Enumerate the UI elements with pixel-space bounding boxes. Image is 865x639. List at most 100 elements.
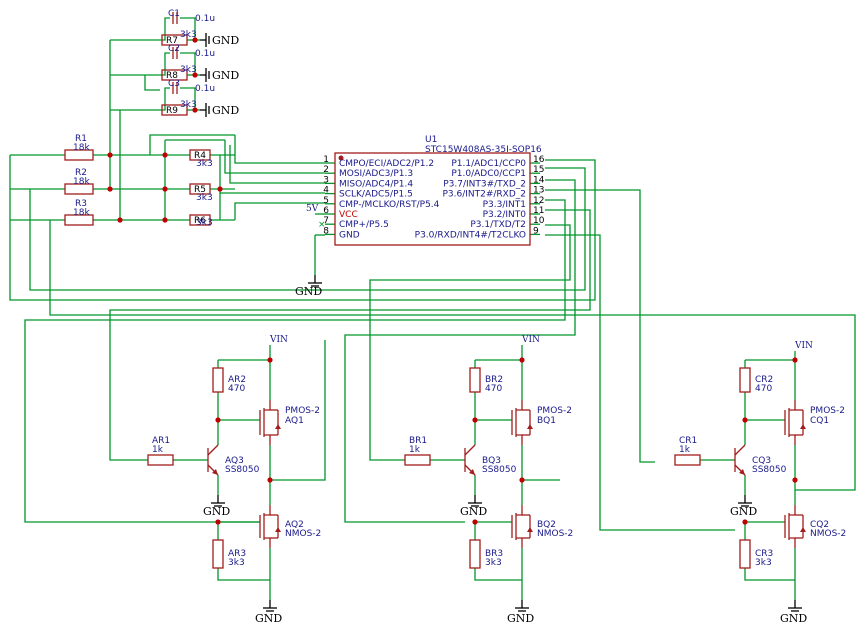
mcu-pin-name: P1.0/ADC0/CCP1 — [451, 169, 526, 179]
npn-transistor — [212, 469, 218, 475]
base-resistor — [147, 454, 174, 466]
nmos-transistor — [516, 537, 523, 548]
resistor-ref: AR1 — [152, 436, 170, 446]
junction-dot — [192, 72, 198, 78]
junction-dot — [107, 152, 113, 158]
mcu-pin-number: 11 — [533, 206, 544, 216]
pull-up-resistor — [469, 367, 481, 393]
resistor-ref: BR2 — [485, 375, 503, 385]
resistor-value: 3k3 — [755, 558, 772, 568]
drive-aq2 — [24, 199, 566, 523]
gnd-label: GND — [255, 612, 282, 625]
mcu-pin-name: MOSI/ADC3/P1.3 — [339, 169, 413, 179]
resistor-ref: AR3 — [228, 549, 246, 559]
resistor-ref: CR3 — [755, 549, 773, 559]
filter-wire — [180, 87, 196, 110]
mcu-wire — [234, 135, 325, 164]
transistor-value: PMOS-2 — [810, 406, 845, 416]
gnd-label: GND — [295, 285, 322, 298]
junction-dot — [162, 217, 168, 223]
junction-dot — [215, 519, 221, 525]
resistor-ref: R2 — [75, 168, 87, 178]
transistor-ref: CQ3 — [752, 456, 771, 466]
nmos-transistor — [264, 537, 271, 548]
drive-cq2 — [545, 234, 735, 531]
junction-dot — [792, 477, 798, 483]
resistor-value: 3k3 — [180, 65, 197, 75]
capacitor-value: 0.1u — [195, 84, 215, 94]
pmos-transistor — [516, 400, 523, 411]
mcu-wire — [234, 202, 325, 220]
mcu-wire — [229, 145, 325, 184]
gnd-label: GND — [212, 69, 239, 82]
resistor-value: 18k — [73, 208, 90, 218]
filter-wire — [110, 87, 170, 111]
junction-dot — [519, 357, 525, 363]
mcu-pin-name: CMP+/P5.5 — [339, 220, 389, 230]
mcu-pin-name: P1.1/ADC1/CCP0 — [451, 159, 526, 169]
pmos-transistor — [789, 400, 796, 411]
pmos-transistor — [516, 434, 523, 445]
resistor-ref: BR3 — [485, 549, 503, 559]
transistor-ref: BQ3 — [482, 456, 501, 466]
mcu-pin-number: 14 — [533, 175, 545, 185]
transistor-value: PMOS-2 — [285, 406, 320, 416]
transistor-value: SS8050 — [752, 465, 787, 475]
junction-dot — [215, 417, 221, 423]
capacitor-ref: C2 — [168, 44, 180, 54]
resistor-ref: R6 — [194, 216, 206, 226]
divider-top-resistor-3 — [64, 214, 94, 226]
mcu-pin-number: 3 — [323, 175, 329, 185]
divider-feed — [49, 220, 856, 491]
resistor-value: 1k — [152, 445, 164, 455]
pull-down-resistor — [469, 539, 481, 569]
transistor-ref: AQ3 — [225, 456, 244, 466]
resistor-value: 470 — [228, 384, 245, 394]
filter-wire — [110, 52, 170, 76]
pull-down-resistor — [212, 539, 224, 569]
vin-label: VIN — [794, 341, 813, 351]
mcu-pin-name: P3.0/RXD/INT4#/T2CLKO — [415, 230, 526, 240]
mcu-pin-name: P3.2/INT0 — [483, 210, 527, 220]
pmos-transistor — [789, 434, 796, 445]
mcu-pin-number: 16 — [533, 155, 545, 165]
resistor-ref: BR1 — [409, 436, 427, 446]
pmos-transistor — [800, 424, 806, 429]
gnd-label: GND — [460, 505, 487, 518]
mcu-pin-number: 2 — [323, 165, 329, 175]
divider-bottom-resistor-3 — [189, 214, 211, 226]
mcu-pin-name: VCC — [339, 210, 358, 220]
filter-resistor-1 — [161, 34, 188, 46]
mcu-value: STC15W408AS-35I-SOP16 — [425, 145, 542, 155]
resistor-value: 3k3 — [196, 218, 213, 228]
transistor-ref: CQ1 — [810, 416, 829, 426]
resistor-value: 3k3 — [228, 558, 245, 568]
resistor-ref: R4 — [194, 151, 206, 161]
nmos-transistor — [789, 537, 796, 548]
resistor-value: 18k — [73, 143, 90, 153]
divider-top-resistor-2 — [64, 183, 94, 195]
drive-ar1 — [109, 209, 591, 461]
capacitor-value: 0.1u — [195, 14, 215, 24]
junction-dot — [519, 477, 525, 483]
drive-bq2 — [344, 179, 576, 523]
pmos-transistor — [527, 424, 533, 429]
divider-wire — [149, 134, 235, 155]
gnd-label: GND — [730, 505, 757, 518]
npn-transistor — [469, 469, 475, 475]
filter-wire — [180, 17, 196, 40]
nmos-transistor — [789, 505, 796, 516]
mcu-pin-name: MISO/ADC4/P1.4 — [339, 179, 413, 189]
no-connect-marker: × — [318, 220, 326, 230]
resistor-value: 3k3 — [196, 159, 213, 169]
transistor-ref: CQ2 — [810, 520, 829, 530]
resistor-value: 1k — [679, 445, 691, 455]
npn-transistor — [739, 469, 745, 475]
mcu-pin-number: 15 — [533, 165, 544, 175]
mcu-pin-name: P3.1/TXD/T2 — [470, 220, 526, 230]
mcu-pin-name: SCLK/ADC5/P1.5 — [339, 190, 413, 200]
resistor-value: 3k3 — [196, 193, 213, 203]
transistor-ref: BQ2 — [537, 520, 556, 530]
divider-bottom-resistor-1 — [189, 149, 211, 161]
mcu-pin-name: CMPO/ECI/ADC2/P1.2 — [339, 159, 434, 169]
